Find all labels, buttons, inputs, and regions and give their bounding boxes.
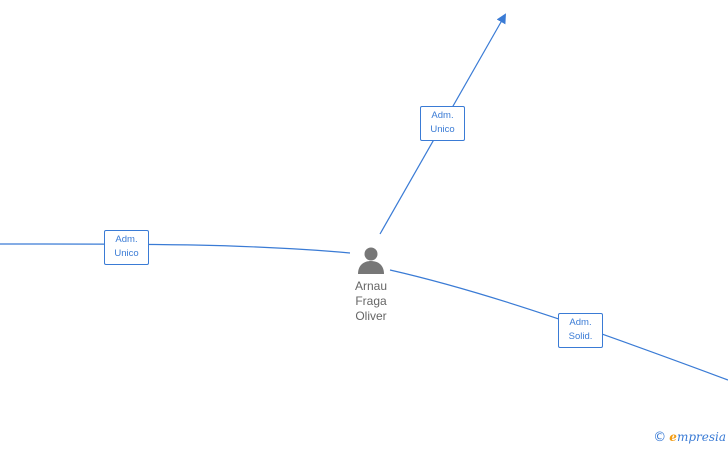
copyright-symbol: © xyxy=(653,430,667,445)
person-name-line-2: Fraga xyxy=(355,294,387,308)
role-label-bottom-right-line2: Solid. xyxy=(568,331,593,342)
brand-initial: e xyxy=(669,430,677,444)
role-label-top-line1: Adm. xyxy=(431,110,454,121)
role-label-left-line2: Unico xyxy=(114,248,139,259)
brand-name: mpresia xyxy=(676,430,726,444)
edge-to-left xyxy=(0,243,351,254)
role-label-top[interactable]: Adm. Unico xyxy=(420,106,465,141)
empresia-logo: ©empresia xyxy=(653,430,726,445)
person-name-line-1: Arnau xyxy=(354,279,388,293)
role-label-top-line2: Unico xyxy=(430,124,455,135)
role-label-bottom-right[interactable]: Adm. Solid. xyxy=(558,313,603,348)
role-label-left-line1: Adm. xyxy=(115,234,138,245)
role-label-bottom-right-line1: Adm. xyxy=(569,317,592,328)
person-icon xyxy=(358,247,384,274)
role-label-left[interactable]: Adm. Unico xyxy=(104,230,149,265)
person-node[interactable]: Arnau Fraga Oliver xyxy=(340,245,402,324)
person-name-line-3: Oliver xyxy=(355,309,387,323)
